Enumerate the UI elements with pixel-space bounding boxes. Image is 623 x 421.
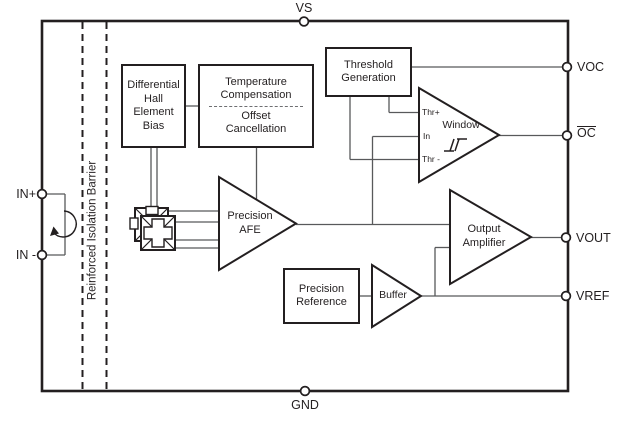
precision-afe-line: AFE	[239, 223, 261, 236]
temp-comp-divider	[209, 105, 303, 107]
vout-terminal	[560, 232, 572, 243]
vref-terminal	[560, 290, 572, 302]
output-amplifier-line: Output	[467, 223, 501, 235]
precision-afe-triangle	[218, 175, 298, 272]
hysteresis-icon	[444, 138, 467, 152]
buffer-triangle	[371, 263, 423, 329]
diff-hall-bias-block: Differential Hall Element Bias	[121, 64, 186, 148]
vs-terminal	[298, 16, 310, 27]
gnd-pin-label: GND	[291, 398, 319, 412]
diff-hall-bias-line: Bias	[142, 119, 165, 132]
temp-comp-line: Cancellation	[225, 123, 287, 135]
buffer-label: Buffer	[379, 289, 407, 301]
in-minus-pin-label: IN -	[15, 248, 36, 262]
diff-hall-bias-line: Differential	[127, 79, 180, 91]
hall-element-icon	[129, 205, 176, 251]
output-amplifier-triangle	[449, 188, 533, 286]
threshold-gen-block: Threshold Generation	[325, 47, 412, 97]
temp-comp-block: Temperature Compensation Offset Cancella…	[198, 64, 314, 148]
in-minus-terminal	[36, 249, 48, 261]
vs-pin-label: VS	[295, 1, 313, 15]
current-direction-arc	[52, 210, 77, 238]
threshold-gen-line: Threshold	[344, 58, 393, 71]
window-comparator-triangle	[418, 86, 501, 184]
comparator-thr-minus-label: Thr -	[422, 154, 440, 164]
isolation-barrier-label: Reinforced Isolation Barrier	[86, 160, 99, 301]
oc-terminal	[561, 130, 573, 141]
wires	[46, 66, 563, 297]
window-comparator-label: Window	[442, 119, 480, 131]
precision-afe-line: Precision	[227, 210, 273, 222]
threshold-gen-line: Generation	[341, 72, 396, 84]
precision-ref-block: Precision Reference	[283, 268, 360, 324]
vref-pin-label: VREF	[576, 289, 610, 303]
in-plus-terminal	[36, 188, 48, 200]
voc-pin-label: VOC	[577, 60, 605, 74]
in-plus-pin-label: IN+	[16, 187, 36, 201]
oc-pin-label: OC	[577, 126, 596, 140]
hysteresis-strokes	[444, 138, 467, 152]
oc-overbar: OC	[577, 126, 596, 140]
temp-comp-line: Compensation	[220, 89, 292, 101]
temp-comp-line: Temperature	[225, 75, 287, 88]
temp-comp-line: Offset	[241, 109, 271, 122]
current-direction-arrowhead-icon	[50, 226, 59, 236]
comparator-thr-plus-label: Thr+	[422, 107, 440, 117]
diff-hall-bias-line: Hall	[144, 92, 163, 105]
comparator-in-label: In	[423, 131, 431, 141]
hall-cross-plate	[143, 218, 173, 248]
output-amplifier-label: Output Amplifier	[453, 223, 515, 250]
output-amplifier-line: Amplifier	[462, 236, 506, 249]
vout-pin-label: VOUT	[576, 231, 611, 245]
terminals	[36, 16, 573, 397]
hall-left-contact	[129, 217, 139, 230]
voc-terminal	[561, 61, 573, 73]
precision-ref-line: Reference	[296, 296, 347, 308]
precision-afe-label: Precision AFE	[220, 210, 280, 237]
hall-top-contact	[145, 205, 159, 216]
gnd-terminal	[299, 385, 311, 397]
precision-ref-line: Precision	[298, 282, 345, 295]
diff-hall-bias-line: Element	[133, 106, 174, 118]
